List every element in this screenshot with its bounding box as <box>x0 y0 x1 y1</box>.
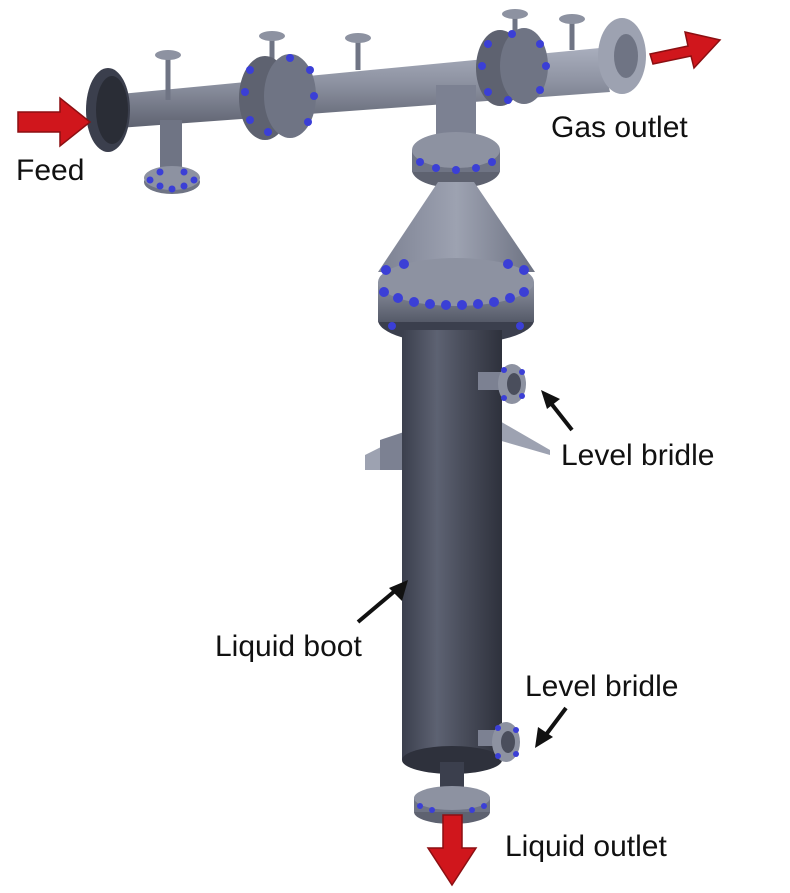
feed-flow-arrow-icon <box>17 96 92 148</box>
liquid-outlet-label: Liquid outlet <box>505 830 667 863</box>
header-flange-2 <box>476 28 550 106</box>
level-bridle-upper-label: Level bridle <box>561 439 715 472</box>
level-bridle-nozzle-upper <box>478 364 526 404</box>
pointer-arrow-icon-level-bridle-lower <box>535 706 568 748</box>
level-bridle-nozzle-lower <box>478 722 520 762</box>
liquid-outlet-nozzle <box>414 762 490 824</box>
gas-outlet-label: Gas outlet <box>551 111 688 144</box>
cone-reducer <box>378 182 535 272</box>
gas-outlet-flow-arrow-icon <box>649 31 722 70</box>
liquid-boot-label: Liquid boot <box>215 630 362 663</box>
level-bridle-lower-label: Level bridle <box>525 670 679 703</box>
pointer-arrow-icon-liquid-boot <box>356 580 408 624</box>
feed-drain-nozzle <box>160 120 182 175</box>
inlet-tee-flange <box>412 132 500 188</box>
pointer-arrow-icon-level-bridle-upper <box>541 390 574 432</box>
liquid-outlet-flow-arrow-icon <box>426 814 478 887</box>
header-flange-1 <box>239 54 318 140</box>
liquid-boot-vessel <box>402 330 502 774</box>
header-pipe <box>86 9 646 194</box>
feed-label: Feed <box>16 154 85 187</box>
